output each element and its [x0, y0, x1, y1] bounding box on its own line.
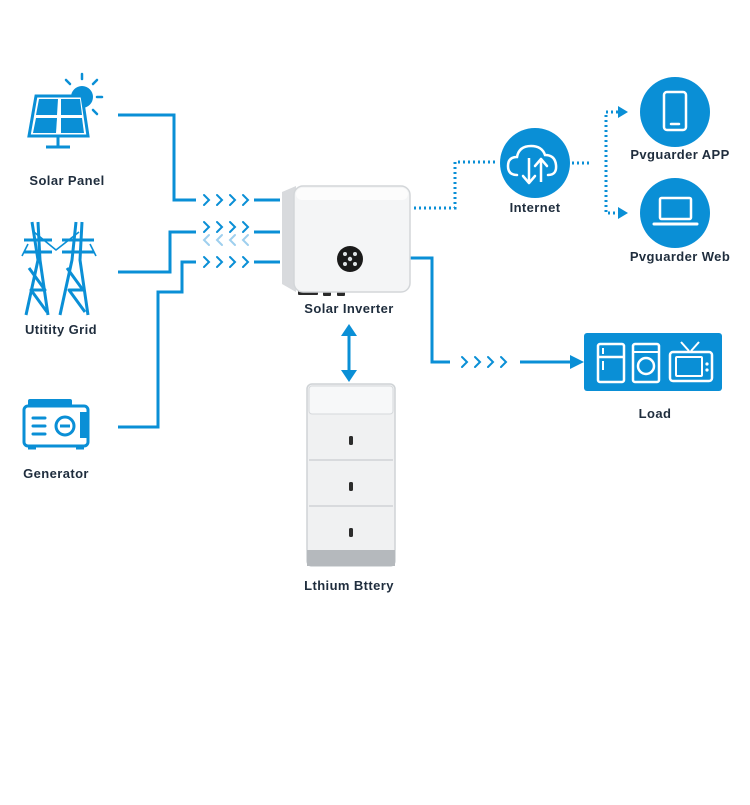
generator-label: Generator	[23, 466, 89, 481]
flow-chevrons-generator	[203, 256, 250, 268]
battery-connector	[341, 324, 357, 382]
internet-connector	[414, 160, 498, 210]
generator-icon	[22, 399, 90, 450]
appliances-icon	[584, 333, 722, 391]
pvguarder-app-label: Pvguarder APP	[630, 147, 730, 162]
flow-chevrons-solar	[203, 194, 250, 206]
lithium-battery-label: Lthium Bttery	[304, 578, 394, 593]
cloud-sync-icon	[500, 128, 570, 198]
smartphone-icon	[640, 77, 710, 147]
laptop-icon	[640, 178, 710, 248]
solar-inverter-unit	[282, 185, 411, 296]
internet-label: Internet	[509, 200, 561, 215]
transmission-tower-icon	[21, 221, 97, 316]
load-label: Load	[638, 406, 672, 421]
solar-panel-connector	[118, 113, 280, 202]
load-connector	[410, 256, 572, 364]
solar-panel-label: Solar Panel	[29, 173, 105, 188]
flow-chevrons-grid-in	[203, 221, 250, 233]
pvguarder-web-label: Pvguarder Web	[629, 249, 731, 264]
flow-chevrons-grid-out	[202, 234, 249, 246]
utility-grid-label: Utitity Grid	[25, 322, 97, 337]
arrow-to-web	[618, 207, 628, 219]
cloud-to-app-web-connector	[572, 110, 618, 215]
arrow-to-load	[570, 355, 584, 369]
lithium-battery-unit	[306, 383, 396, 567]
arrow-to-app	[618, 106, 628, 118]
solar-panel-sun-icon	[27, 72, 104, 149]
generator-connector	[118, 260, 280, 429]
solar-inverter-label: Solar Inverter	[304, 301, 394, 316]
flow-chevrons-load	[461, 356, 508, 368]
utility-grid-connector	[118, 230, 280, 274]
